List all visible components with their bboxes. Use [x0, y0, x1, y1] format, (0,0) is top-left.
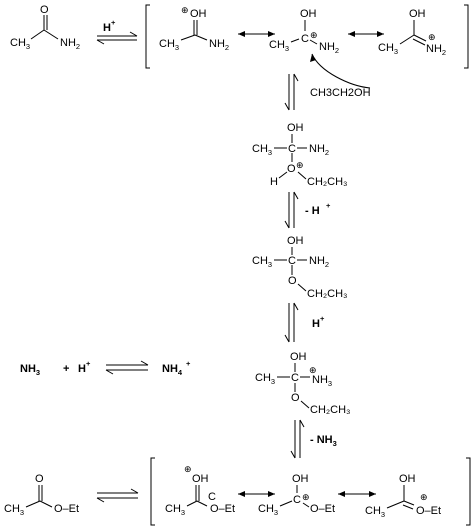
svg-text:H: H [78, 363, 86, 375]
svg-text:CH₂CH₃: CH₂CH₃ [307, 288, 348, 300]
svg-text:CH3: CH3 [255, 372, 275, 386]
protonated-ester-carbocation: OH C ⊕ CH3 O–Et [258, 473, 335, 517]
svg-text:CH3: CH3 [252, 255, 272, 269]
svg-text:⊕: ⊕ [428, 33, 436, 43]
bracket-bottom-left [150, 457, 155, 526]
svg-text:CH3: CH3 [4, 503, 24, 517]
svg-text:CH3: CH3 [378, 42, 398, 56]
svg-text:CH3: CH3 [365, 505, 385, 519]
ammonium-equilibrium: NH3 + H + NH4 + [20, 359, 191, 377]
bracket-bottom-right [466, 457, 471, 526]
svg-text:O: O [291, 392, 300, 404]
svg-text:⊕: ⊕ [309, 366, 317, 376]
svg-text:⊕: ⊕ [296, 161, 304, 171]
bracket-top-right [464, 4, 469, 69]
svg-text:CH3: CH3 [159, 38, 179, 52]
svg-text:- NH3: - NH3 [310, 434, 337, 448]
svg-text:⊕: ⊕ [310, 31, 318, 41]
svg-text:NH2: NH2 [309, 255, 329, 269]
svg-text:O: O [40, 4, 49, 16]
svg-text:+: + [86, 359, 91, 368]
svg-text:H: H [270, 176, 278, 188]
svg-text:H: H [103, 22, 111, 34]
equilibrium-arrow-ammonia-loss: - NH3 [290, 419, 337, 459]
svg-text:⊕: ⊕ [302, 493, 310, 503]
equilibrium-arrow-n-protonation: H + [284, 302, 325, 343]
resonance-arrow-3 [238, 491, 275, 497]
resonance-arrow-4 [338, 491, 376, 497]
svg-text:+: + [186, 359, 191, 368]
resonance-arrow-1 [238, 31, 275, 37]
equilibrium-arrow-final [96, 488, 139, 503]
svg-text:O: O [288, 275, 297, 287]
svg-text:OH: OH [287, 122, 304, 134]
svg-text:C: C [301, 33, 309, 45]
protonated-amide-iminium: OH CH3 ⊕ NH2 [378, 8, 446, 57]
svg-text:CH₂CH₃: CH₂CH₃ [307, 176, 348, 188]
svg-text:NH2: NH2 [209, 38, 229, 52]
svg-text:- H: - H [305, 205, 320, 217]
svg-text:+: + [320, 314, 325, 323]
svg-text:NH3: NH3 [20, 363, 40, 377]
svg-text:OH: OH [300, 8, 317, 20]
svg-text:NH3: NH3 [312, 374, 332, 388]
svg-text:NH4: NH4 [162, 363, 183, 377]
equilibrium-arrow-deprotonation: - H + [284, 191, 331, 229]
svg-text:OH: OH [399, 473, 416, 485]
ethyl-acetate: O CH3 O–Et [4, 473, 79, 517]
svg-text:O–Et: O–Et [54, 503, 79, 515]
svg-text:+: + [63, 363, 69, 375]
svg-text:O: O [35, 473, 44, 485]
svg-text:OH: OH [287, 235, 304, 247]
equilibrium-arrow-ethanol: CH3CH2OH [284, 73, 371, 111]
svg-text:OH: OH [409, 8, 426, 20]
protonated-ester-oxonium: ⊕ OH CH3 C O–Et [165, 465, 235, 517]
protonated-amide-oxonium: ⊕ OH CH3 NH2 [159, 6, 229, 52]
svg-text:⊕: ⊕ [181, 6, 189, 16]
svg-text:+: + [326, 201, 331, 210]
svg-text:NH2: NH2 [309, 143, 329, 157]
svg-text:OH: OH [292, 473, 309, 485]
nucleophilic-attack-arrow [310, 53, 371, 89]
svg-text:CH3CH2OH: CH3CH2OH [310, 87, 371, 99]
tetrahedral-intermediate-oxonium: OH CH3 C NH2 O ⊕ H CH₂CH₃ [252, 122, 348, 188]
svg-text:C: C [208, 491, 216, 503]
svg-text:CH3: CH3 [258, 503, 278, 517]
svg-text:CH3: CH3 [269, 39, 289, 53]
svg-text:O: O [287, 163, 296, 175]
svg-text:H: H [312, 318, 320, 330]
svg-text:NH2: NH2 [426, 43, 446, 57]
equilibrium-arrow-protonation: H + [96, 18, 138, 45]
protonated-ester-alkoxonium: OH CH3 ⊕ O–Et [365, 473, 441, 519]
svg-text:CH3: CH3 [165, 503, 185, 517]
protonated-amide-carbocation: OH C ⊕ CH3 NH2 [269, 8, 339, 55]
bracket-top-left [145, 4, 150, 69]
resonance-arrow-2 [348, 31, 384, 37]
svg-text:OH: OH [290, 351, 307, 363]
svg-text:NH2: NH2 [60, 37, 80, 51]
svg-text:CH3: CH3 [10, 37, 30, 51]
tetrahedral-intermediate-ammonium: OH CH3 C ⊕ NH3 O CH₂CH₃ [255, 351, 351, 416]
svg-text:OH: OH [192, 473, 209, 485]
tetrahedral-intermediate-neutral: OH CH3 C NH2 O CH₂CH₃ [252, 235, 348, 300]
svg-text:⊕: ⊕ [184, 465, 192, 475]
svg-text:O–Et: O–Et [310, 503, 335, 515]
svg-text:C: C [293, 494, 301, 506]
svg-text:C: C [291, 372, 299, 384]
svg-text:CH3: CH3 [252, 143, 272, 157]
svg-text:⊕: ⊕ [420, 493, 428, 503]
svg-text:OH: OH [190, 8, 207, 20]
svg-text:CH₂CH₃: CH₂CH₃ [310, 404, 351, 416]
svg-text:O–Et: O–Et [416, 505, 441, 517]
svg-text:C: C [288, 255, 296, 267]
acetamide: CH3 O NH2 [10, 4, 80, 51]
svg-text:O–Et: O–Et [210, 503, 235, 515]
svg-text:+: + [111, 18, 116, 27]
svg-text:NH2: NH2 [319, 41, 339, 55]
svg-text:C: C [288, 143, 296, 155]
